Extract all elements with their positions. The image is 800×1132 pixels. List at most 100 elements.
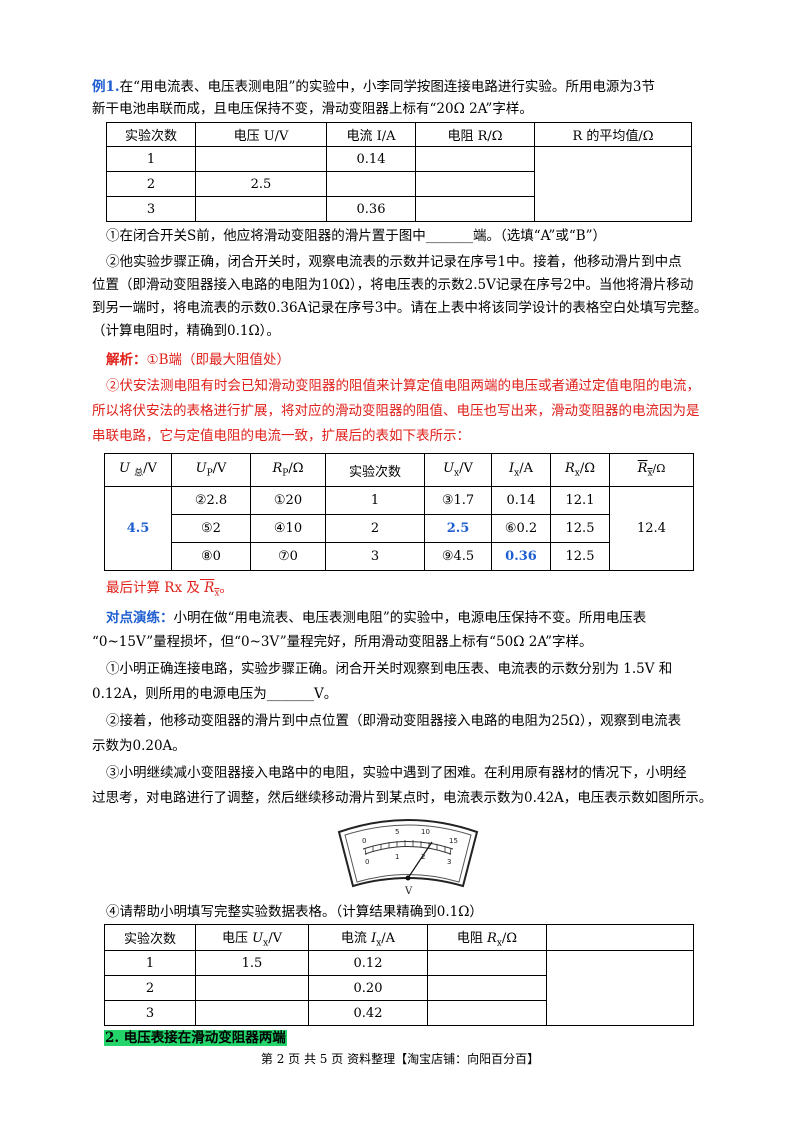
table-cell: 3 <box>104 1000 196 1026</box>
header-text: 实验次数 <box>123 932 176 947</box>
svg-text:0: 0 <box>365 858 369 866</box>
col-header: 电流 I/A <box>326 122 416 147</box>
table-cell <box>415 196 535 222</box>
col-header: 实验次数 <box>325 453 425 487</box>
table-cell <box>326 171 416 197</box>
table-cell: 0.36 <box>491 542 551 571</box>
table-cell: 0.42 <box>308 1000 428 1026</box>
table-cell: 2 <box>325 514 425 543</box>
analysis-line-3: 所以将伏安法的表格进行扩展，将对应的滑动变阻器的阻值、电压也写出来，滑动变阻器的… <box>92 403 700 419</box>
page-footer: 第 2 页 共 5 页 资料整理【淘宝店铺：向阳百分百】 <box>260 1052 540 1066</box>
table-cell: 12.5 <box>550 542 610 571</box>
table-cell: 2.5 <box>195 171 327 197</box>
table-cell: ③1.7 <box>424 486 492 515</box>
table-cell: 12.1 <box>550 486 610 515</box>
analysis-tag: 解析： <box>106 352 147 368</box>
col-header: 电流 Ix/A <box>308 924 428 951</box>
example-line-2: 新干电池串联而成，且电压保持不变，滑动变阻器上标有“20Ω 2A”字样。 <box>92 101 533 117</box>
svg-text:3: 3 <box>447 858 451 866</box>
svg-text:1: 1 <box>395 853 399 861</box>
svg-text:2: 2 <box>421 853 425 861</box>
u-total-cell: 4.5 <box>104 486 172 571</box>
practice-q4: ④请帮助小明填写完整实验数据表格。（计算结果精确到0.1Ω） <box>106 904 483 920</box>
table-cell: ②2.8 <box>171 486 251 515</box>
table-cell <box>195 196 327 222</box>
table-row: 4.5 ②2.8 ①20 1 ③1.7 0.14 12.1 12.4 <box>104 486 694 571</box>
svg-text:5: 5 <box>395 828 399 836</box>
table-row: 1 0.14 <box>106 146 692 222</box>
avg-cell <box>546 950 694 1026</box>
practice-text-1: 小明在做“用电流表、电压表测电阻”的实验中，电源电压保持不变。所用电压表 <box>173 610 647 626</box>
practice-q1-line-2: 0.12A，则所用的电源电压为_______V。 <box>92 686 338 702</box>
table-cell: 2.5 <box>424 514 492 543</box>
table-cell <box>415 171 535 197</box>
example-text-1: 在“用电流表、电压表测电阻”的实验中，小李同学按图连接电路进行实验。所用电源为3… <box>119 79 655 95</box>
table-cell: ⑦0 <box>250 542 326 571</box>
practice-q2-line-1: ②接着，他移动变阻器的滑片到中点位置（即滑动变阻器接入电路的电阻为25Ω），观察… <box>106 713 682 729</box>
table-row: ⑧0 ⑦0 3 ⑨4.5 0.36 12.5 <box>105 542 694 571</box>
rx-avg-cell: 12.4 <box>609 486 694 571</box>
table-row: 3 0.42 <box>104 1000 694 1026</box>
table-cell <box>195 146 327 172</box>
example-line-1: 例1.在“用电流表、电压表测电阻”的实验中，小李同学按图连接电路进行实验。所用电… <box>92 77 655 97</box>
avg-cell <box>534 146 692 222</box>
question-2-line-4: （计算电阻时，精确到0.1Ω）。 <box>92 323 280 339</box>
analysis-final: 最后计算 Rx 及 Rx。 <box>106 580 233 599</box>
col-header: RP/Ω <box>250 453 326 487</box>
table-cell <box>415 146 535 172</box>
col-header: Ux/V <box>424 453 492 487</box>
analysis-line-4: 串联电路，它与定值电阻的电流一致，扩展后的表如下表所示： <box>92 428 470 444</box>
table-cell: 2 <box>104 975 196 1001</box>
col-header-empty <box>546 924 694 951</box>
table-cell: 0.12 <box>308 950 428 976</box>
col-header: 电阻 Rx/Ω <box>427 924 547 951</box>
table-row: 2 0.20 <box>104 975 694 1001</box>
question-2-line-3: 到另一端时，将电流表的示数0.36A记录在序号3中。请在上表中将该同学设计的表格… <box>92 300 708 316</box>
table-cell: 0.14 <box>491 486 551 515</box>
col-header: 电压 Ux/V <box>195 924 309 951</box>
table-row: ⑤2 ④10 2 2.5 ⑥0.2 12.5 <box>105 514 694 543</box>
question-1: ①在闭合开关S前，他应将滑动变阻器的滑片置于图中_______端。（选填“A”或… <box>106 228 607 244</box>
table-row: 3 0.36 <box>106 196 692 222</box>
analysis-final-tail: 。 <box>219 580 233 596</box>
practice-line-1: 对点演练：小明在做“用电流表、电压表测电阻”的实验中，电源电压保持不变。所用电压… <box>106 608 646 628</box>
practice-line-2: “0~15V”量程损坏，但“0~3V”量程完好，所用滑动变阻器上标有“50Ω 2… <box>92 634 593 650</box>
table-cell <box>427 975 547 1001</box>
table-cell <box>427 1000 547 1026</box>
practice-table: 实验次数 电压 Ux/V 电流 Ix/A 电阻 Rx/Ω 1 1.5 0.12 … <box>104 924 694 1026</box>
svg-text:0: 0 <box>362 837 366 845</box>
example-tag: 例1. <box>92 79 120 95</box>
table-cell: 3 <box>325 542 425 571</box>
practice-q1-line-1: ①小明正确连接电路，实验步骤正确。闭合开关时观察到电压表、电流表的示数分别为 1… <box>106 661 673 677</box>
col-header: Rx/Ω <box>550 453 610 487</box>
voltmeter-unit: V <box>404 886 413 894</box>
col-header: U 总/V <box>104 453 172 487</box>
section-2-heading: 2. 电压表接在滑动变阻器两端 <box>104 1028 287 1048</box>
table-cell: ⑨4.5 <box>424 542 492 571</box>
analysis-table: U 总/V UP/V RP/Ω 实验次数 Ux/V Ix/A Rx/Ω Rx/Ω… <box>104 453 694 571</box>
analysis-line-1: 解析：①B端（即最大阻值处） <box>106 350 290 370</box>
table-cell: 0.36 <box>326 196 416 222</box>
table-cell: 1.5 <box>195 950 309 976</box>
table-row: 2 2.5 <box>106 171 692 197</box>
table-cell: 2 <box>106 171 196 197</box>
analysis-final-text: 最后计算 Rx 及 <box>106 580 200 596</box>
practice-tag: 对点演练： <box>106 610 174 626</box>
practice-q2-line-2: 示数为0.20A。 <box>92 738 186 754</box>
col-header: Rx/Ω <box>609 453 694 487</box>
question-2-line-1: ②他实验步骤正确，闭合开关时，观察电流表的示数并记录在序号1中。接着，他移动滑片… <box>106 254 682 270</box>
table-cell: 1 <box>325 486 425 515</box>
col-header: 电压 U/V <box>195 122 327 147</box>
col-header: UP/V <box>171 453 251 487</box>
table-cell: ⑤2 <box>171 514 251 543</box>
analysis-line-2: ②伏安法测电阻有时会已知滑动变阻器的阻值来计算定值电阻两端的电压或者通过定值电阻… <box>106 378 700 394</box>
table-cell: 0.20 <box>308 975 428 1001</box>
analysis-answer-1: ①B端（即最大阻值处） <box>146 352 291 368</box>
table-cell <box>427 950 547 976</box>
table-cell: 12.5 <box>550 514 610 543</box>
example-table: 实验次数 电压 U/V 电流 I/A 电阻 R/Ω R 的平均值/Ω 1 0.1… <box>106 122 692 222</box>
practice-q3-line-1: ③小明继续减小变阻器接入电路中的电阻，实验中遇到了困难。在利用原有器材的情况下，… <box>106 765 687 781</box>
table-cell: ⑧0 <box>171 542 251 571</box>
